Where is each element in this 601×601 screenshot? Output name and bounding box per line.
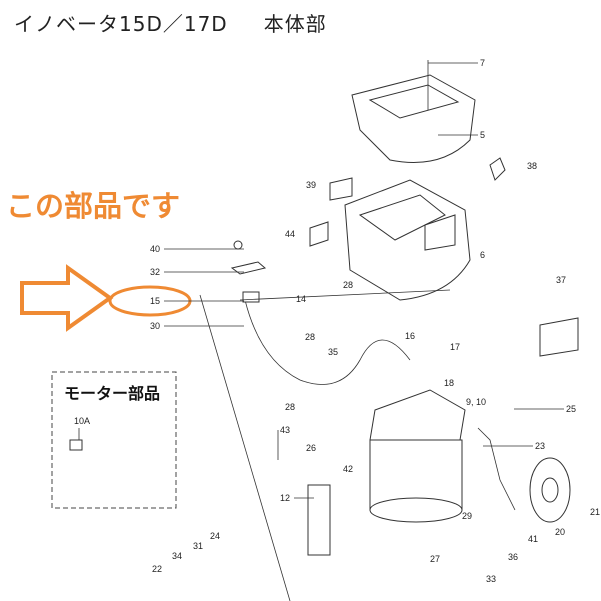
part-label[interactable]: 27	[430, 554, 440, 564]
part-label[interactable]: 5	[480, 130, 485, 140]
part-label[interactable]: 28	[305, 332, 315, 342]
part-38	[489, 157, 506, 181]
part-label[interactable]: 7	[480, 58, 485, 68]
motor-parts-title: モーター部品	[64, 384, 161, 403]
arrow-icon	[20, 264, 114, 332]
part-label[interactable]: 16	[405, 331, 415, 341]
part-10A	[69, 439, 83, 451]
part-39	[329, 177, 353, 201]
part-label[interactable]: 30	[150, 321, 160, 331]
part-label[interactable]: 44	[285, 229, 295, 239]
page-title: イノベータ15D／17D 本体部	[14, 8, 327, 37]
part-label[interactable]: 40	[150, 244, 160, 254]
section-title: 本体部	[263, 12, 327, 36]
part-label[interactable]: 26	[306, 443, 316, 453]
part-label[interactable]: 39	[306, 180, 316, 190]
callout-text: この部品です	[6, 189, 181, 223]
part-label[interactable]: 24	[210, 531, 220, 541]
part-label[interactable]: 17	[450, 342, 460, 352]
part-label[interactable]: 31	[193, 541, 203, 551]
part-12	[307, 484, 331, 556]
part-label[interactable]: 43	[280, 425, 290, 435]
part-37	[539, 317, 579, 357]
part-44	[309, 221, 329, 247]
part-label[interactable]: 41	[528, 534, 538, 544]
part-label[interactable]: 33	[486, 574, 496, 584]
part-label[interactable]: 29	[462, 511, 472, 521]
part-motor-9-10	[369, 389, 466, 523]
part-label[interactable]: 28	[285, 402, 295, 412]
part-label[interactable]: 15	[150, 296, 160, 306]
motor-parts-box	[51, 371, 177, 509]
part-label[interactable]: 18	[444, 378, 454, 388]
part-label[interactable]: 36	[508, 552, 518, 562]
part-label[interactable]: 38	[527, 161, 537, 171]
part-label[interactable]: 25	[566, 404, 576, 414]
part-label[interactable]: 9, 10	[466, 397, 486, 407]
part-label[interactable]: 14	[296, 294, 306, 304]
part-label[interactable]: 37	[556, 275, 566, 285]
label-10A: 10A	[74, 416, 90, 426]
part-label[interactable]: 42	[343, 464, 353, 474]
part-15	[242, 291, 260, 303]
part-label[interactable]: 12	[280, 493, 290, 503]
part-label[interactable]: 28	[343, 280, 353, 290]
part-label[interactable]: 32	[150, 267, 160, 277]
part-40	[233, 240, 243, 250]
part-label[interactable]: 23	[535, 441, 545, 451]
part-cover-6	[344, 179, 471, 301]
part-label[interactable]: 6	[480, 250, 485, 260]
model-title: イノベータ15D／17D	[14, 12, 228, 36]
part-label[interactable]: 20	[555, 527, 565, 537]
part-label[interactable]: 34	[172, 551, 182, 561]
part-label[interactable]: 21	[590, 507, 600, 517]
part-label[interactable]: 35	[328, 347, 338, 357]
part-cover-5	[351, 60, 476, 163]
part-label[interactable]: 22	[152, 564, 162, 574]
